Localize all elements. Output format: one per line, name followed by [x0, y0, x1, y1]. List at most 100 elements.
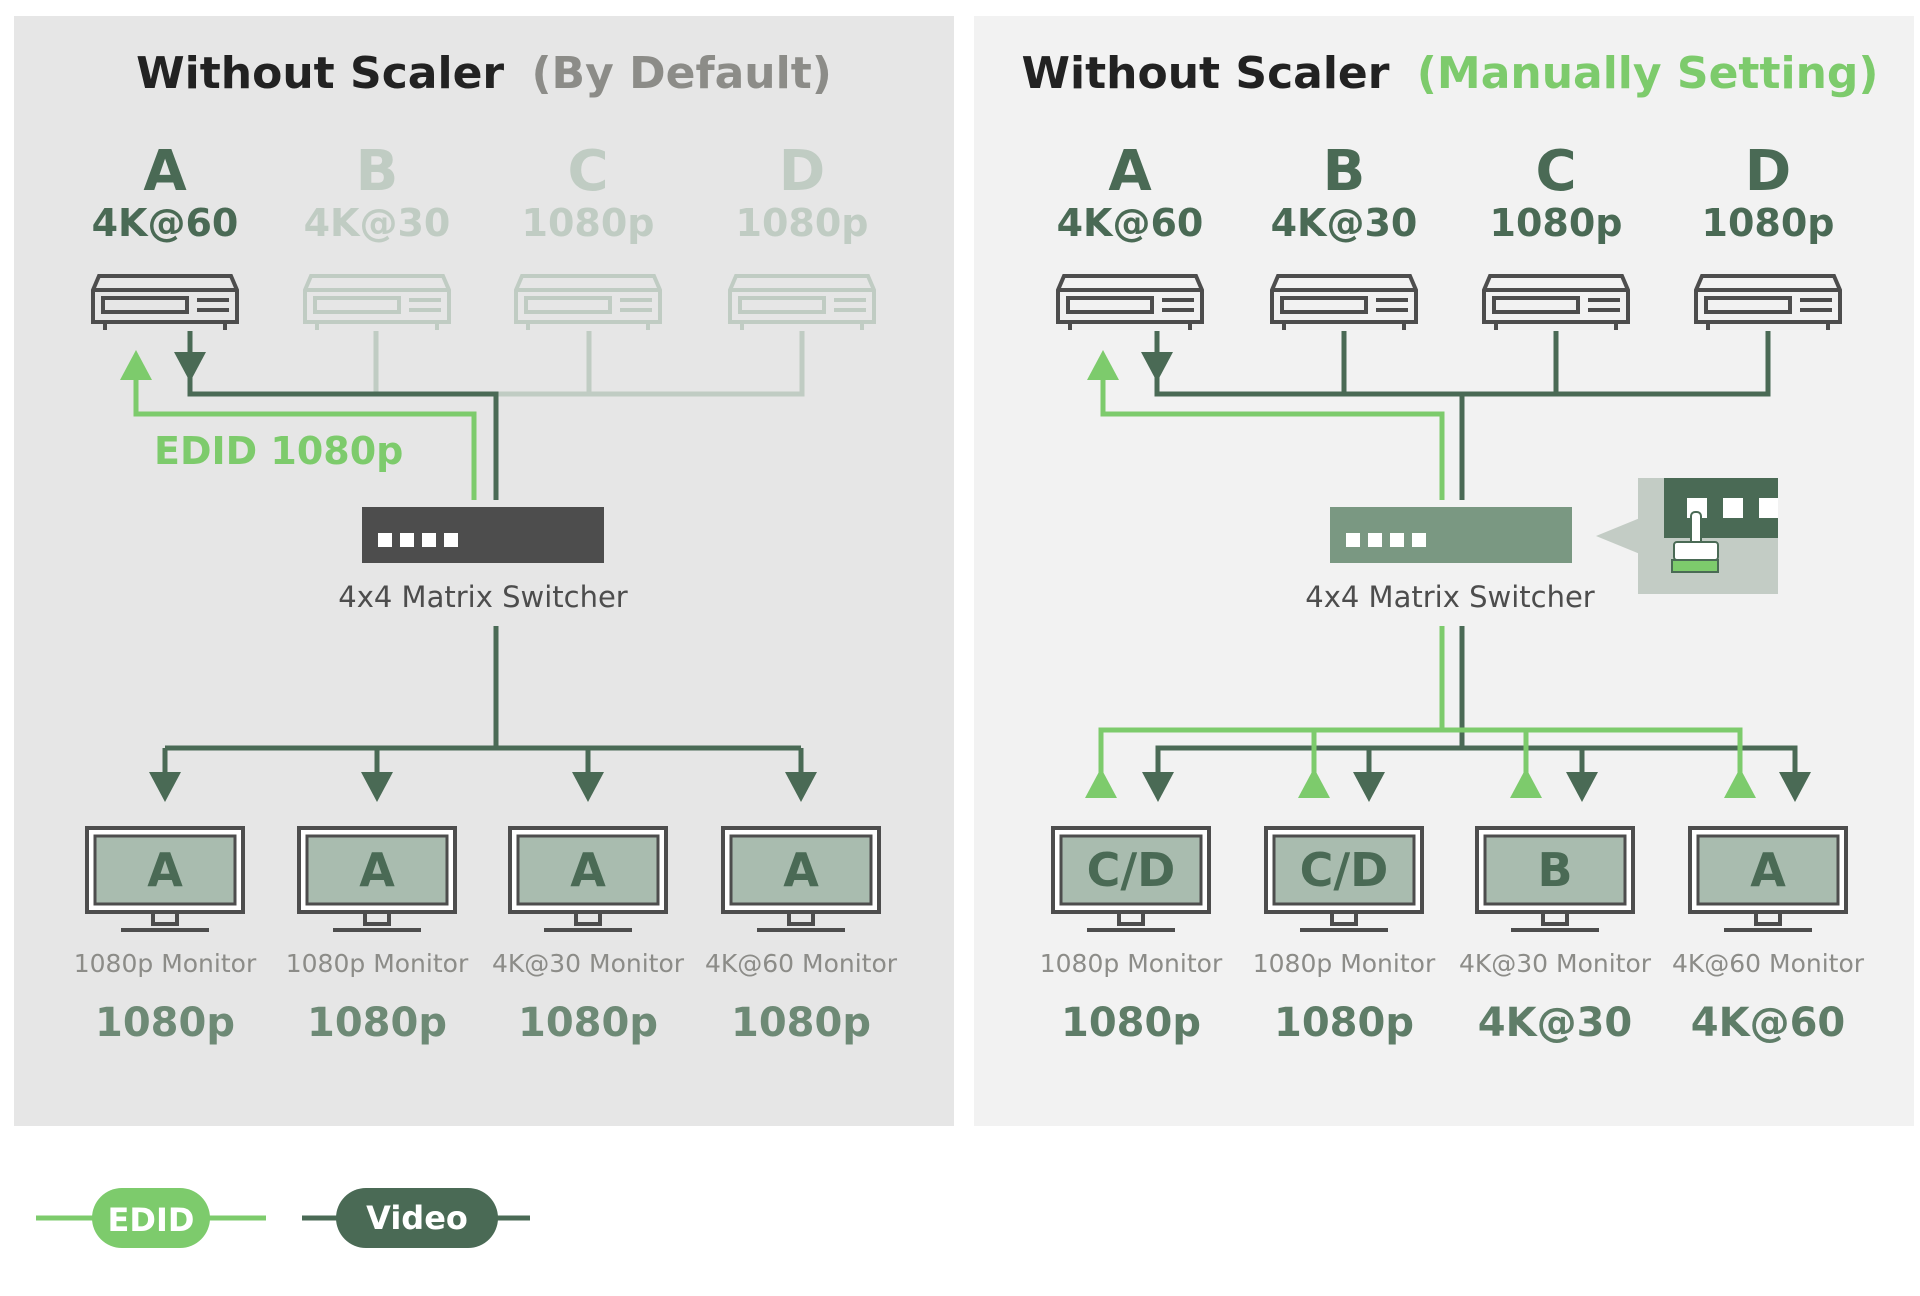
source-device-icon: [728, 274, 876, 330]
source-letter: C: [1535, 139, 1576, 204]
legend-edid-label: EDID: [108, 1201, 195, 1239]
video-down-arrow: [1142, 772, 1174, 802]
source-resolution: 4K@30: [1271, 201, 1418, 245]
monitor-icon: [85, 826, 245, 932]
right-title-main: Without Scaler: [1022, 48, 1390, 99]
source-resolution: 4K@30: [304, 201, 451, 245]
monitor-caption: 1080p Monitor: [1040, 949, 1223, 978]
monitor-screen-label: A: [1750, 843, 1786, 897]
hand-pointer-icon: [1671, 511, 1719, 573]
monitor-screen-label: B: [1537, 843, 1572, 897]
monitor-caption: 1080p Monitor: [1253, 949, 1436, 978]
monitor-output-resolution: 1080p: [731, 1000, 871, 1046]
switcher-body: [1330, 507, 1572, 563]
source-b: B4K@30: [1270, 139, 1418, 330]
source-device-icon: [91, 274, 239, 330]
monitor: A 1080p Monitor 1080p: [286, 826, 469, 1046]
monitor-screen-label: C/D: [1300, 843, 1389, 897]
left-arrows: [120, 350, 817, 802]
edid-up-arrow: [120, 350, 152, 380]
monitor-screen-label: A: [147, 843, 183, 897]
source-letter: D: [779, 139, 825, 204]
source-letter: B: [1323, 139, 1366, 204]
source-device-icon: [1056, 274, 1204, 330]
monitor-caption: 4K@30 Monitor: [492, 949, 685, 978]
monitor-screen-label: A: [570, 843, 606, 897]
left-switcher-label: 4x4 Matrix Switcher: [338, 580, 628, 614]
monitor-icon: [508, 826, 668, 932]
source-device-icon: [514, 274, 662, 330]
monitor-output-resolution: 1080p: [518, 1000, 658, 1046]
source-resolution: 4K@60: [1057, 201, 1204, 245]
switcher-body: [362, 507, 604, 563]
monitor-screen-label: A: [359, 843, 395, 897]
source-resolution: 4K@60: [92, 201, 239, 245]
source-device-icon: [1270, 274, 1418, 330]
video-down-arrow: [149, 772, 181, 802]
left-title-paren: (By Default): [531, 48, 831, 99]
left-title-main: Without Scaler: [136, 48, 504, 99]
monitor-output-resolution: 1080p: [1061, 1000, 1201, 1046]
monitor-caption: 1080p Monitor: [74, 949, 257, 978]
monitor: A 4K@30 Monitor 1080p: [492, 826, 685, 1046]
monitor-screen-label: A: [783, 843, 819, 897]
monitor-caption: 4K@60 Monitor: [1672, 949, 1865, 978]
monitor-icon: [1264, 826, 1424, 932]
edid-up-arrow: [1087, 350, 1119, 380]
right-title-paren: (Manually Setting): [1417, 48, 1879, 99]
left-matrix-switcher: [362, 507, 604, 563]
manual-setting-callout: [1596, 478, 1778, 594]
right-matrix-switcher: [1330, 507, 1572, 563]
monitor-icon: [1051, 826, 1211, 932]
right-arrows: [1085, 350, 1811, 802]
monitor-caption: 4K@30 Monitor: [1459, 949, 1652, 978]
source-resolution: 1080p: [1702, 201, 1835, 245]
source-device-icon: [303, 274, 451, 330]
monitor-output-resolution: 1080p: [95, 1000, 235, 1046]
video-down-arrow: [572, 772, 604, 802]
left-panel-title: Without Scaler (By Default): [136, 48, 832, 99]
monitor-icon: [1475, 826, 1635, 932]
video-down-arrow: [174, 352, 206, 382]
source-letter: D: [1745, 139, 1791, 204]
video-down-arrow: [1141, 352, 1173, 382]
left-panel: [14, 16, 954, 1126]
monitor: A 4K@60 Monitor 4K@60: [1672, 826, 1865, 1046]
source-a: A4K@60: [1056, 139, 1204, 330]
edid-label: EDID 1080p: [154, 429, 403, 473]
monitor: B 4K@30 Monitor 4K@30: [1459, 826, 1652, 1046]
source-resolution: 1080p: [1490, 201, 1623, 245]
source-device-icon: [1694, 274, 1842, 330]
source-a: A4K@60: [91, 139, 239, 330]
legend-video-label: Video: [366, 1199, 468, 1237]
source-resolution: 1080p: [522, 201, 655, 245]
video-down-arrow: [1566, 772, 1598, 802]
video-down-arrow: [1353, 772, 1385, 802]
source-letter: A: [1108, 139, 1152, 204]
right-panel-title: Without Scaler (Manually Setting): [1022, 48, 1879, 99]
source-letter: A: [143, 139, 187, 204]
monitor: A 1080p Monitor 1080p: [74, 826, 257, 1046]
video-down-arrow: [361, 772, 393, 802]
monitor-output-resolution: 4K@60: [1691, 1000, 1846, 1046]
monitor-output-resolution: 4K@30: [1478, 1000, 1633, 1046]
edid-up-arrow: [1510, 768, 1542, 798]
monitor-icon: [297, 826, 457, 932]
monitor-caption: 1080p Monitor: [286, 949, 469, 978]
legend-video-pill: [336, 1188, 498, 1248]
legend: EDID Video: [36, 1188, 530, 1248]
monitor-output-resolution: 1080p: [307, 1000, 447, 1046]
monitor: C/D 1080p Monitor 1080p: [1040, 826, 1223, 1046]
monitor-screen-label: C/D: [1087, 843, 1176, 897]
monitor-icon: [721, 826, 881, 932]
